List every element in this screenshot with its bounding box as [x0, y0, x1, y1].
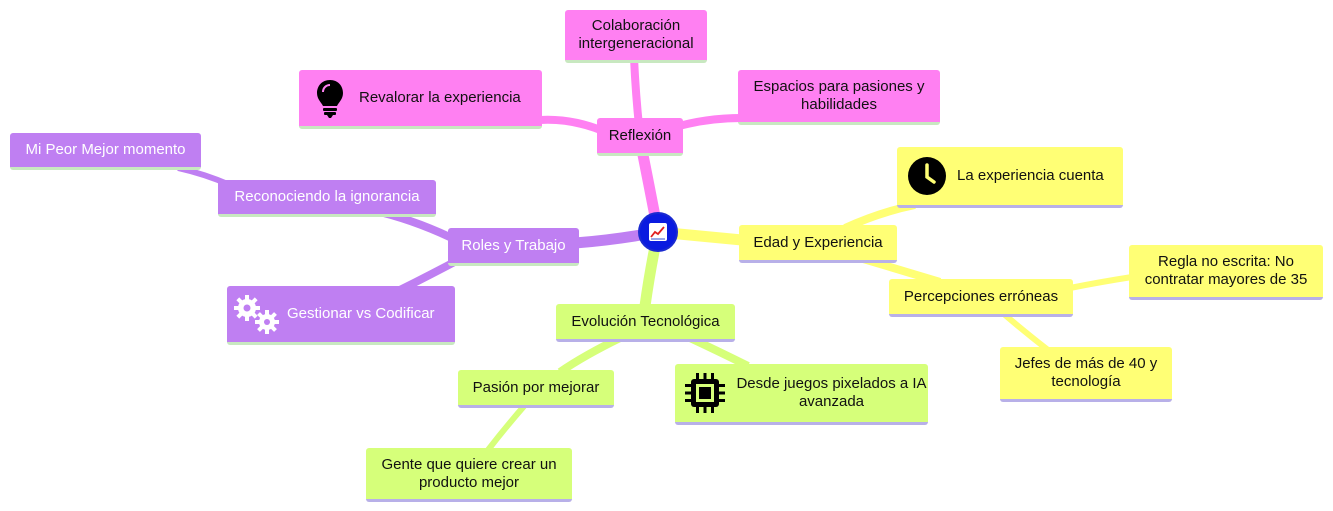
- subtopic-cuenta-label: La experiencia cuenta: [957, 167, 1104, 184]
- topic-reflexion-label: Reflexión: [608, 126, 672, 144]
- edge-percepciones-jefes: [1003, 312, 1050, 353]
- subtopic-percepciones[interactable]: Percepciones erróneas: [889, 279, 1073, 317]
- topic-evolucion[interactable]: Evolución Tecnológica: [556, 304, 735, 342]
- subtopic-regla-label: Regla no escrita: No contratar mayores d…: [1144, 253, 1308, 288]
- edge-evolucion-pasion: [557, 334, 622, 376]
- central-topic[interactable]: [638, 212, 678, 252]
- subtopic-peor-mejor-label: Mi Peor Mejor momento: [25, 141, 186, 158]
- clock-icon: [906, 155, 948, 197]
- subtopic-gente-label: Gente que quiere crear un producto mejor: [381, 455, 557, 491]
- subtopic-gestionar-label: Gestionar vs Codificar: [287, 305, 435, 322]
- subtopic-juegos-label: Desde juegos pixelados a IA avanzada: [736, 375, 927, 410]
- topic-edad[interactable]: Edad y Experiencia: [739, 225, 897, 263]
- gears-icon: [231, 292, 283, 336]
- edge-evolucion-juegos: [688, 334, 750, 370]
- topic-reflexion[interactable]: Reflexión: [597, 118, 683, 156]
- subtopic-juegos[interactable]: Desde juegos pixelados a IA avanzada: [675, 364, 928, 425]
- subtopic-gente[interactable]: Gente que quiere crear un producto mejor: [366, 448, 572, 502]
- subtopic-espacios[interactable]: Espacios para pasiones y habilidades: [738, 70, 940, 125]
- subtopic-cuenta[interactable]: La experiencia cuenta: [897, 147, 1123, 208]
- chart-increasing-icon: [649, 223, 667, 241]
- subtopic-peor-mejor[interactable]: Mi Peor Mejor momento: [10, 133, 201, 170]
- subtopic-reconociendo[interactable]: Reconociendo la ignorancia: [218, 180, 436, 217]
- subtopic-revalorar[interactable]: Revalorar la experiencia: [299, 70, 542, 129]
- topic-edad-label: Edad y Experiencia: [753, 233, 883, 251]
- microchip-icon: [685, 373, 725, 413]
- subtopic-gestionar[interactable]: Gestionar vs Codificar: [227, 286, 455, 345]
- lightbulb-icon: [313, 78, 347, 118]
- subtopic-jefes[interactable]: Jefes de más de 40 y tecnología: [1000, 347, 1172, 402]
- topic-roles-label: Roles y Trabajo: [461, 236, 566, 254]
- subtopic-reconociendo-label: Reconociendo la ignorancia: [234, 188, 420, 205]
- edge-percepciones-regla: [1069, 274, 1133, 291]
- subtopic-colaboracion[interactable]: Colaboración intergeneracional: [565, 10, 707, 63]
- topic-evolucion-label: Evolución Tecnológica: [571, 312, 720, 330]
- subtopic-revalorar-label: Revalorar la experiencia: [359, 89, 521, 106]
- subtopic-espacios-label: Espacios para pasiones y habilidades: [753, 78, 925, 113]
- edge-pasion-gente: [485, 403, 528, 452]
- topic-roles[interactable]: Roles y Trabajo: [448, 228, 579, 266]
- subtopic-pasion-label: Pasión por mejorar: [472, 378, 600, 396]
- subtopic-colaboracion-label: Colaboración intergeneracional: [578, 17, 694, 52]
- subtopic-pasion[interactable]: Pasión por mejorar: [458, 370, 614, 408]
- subtopic-jefes-label: Jefes de más de 40 y tecnología: [1014, 355, 1158, 390]
- subtopic-regla[interactable]: Regla no escrita: No contratar mayores d…: [1129, 245, 1323, 300]
- subtopic-percepciones-label: Percepciones erróneas: [903, 287, 1059, 305]
